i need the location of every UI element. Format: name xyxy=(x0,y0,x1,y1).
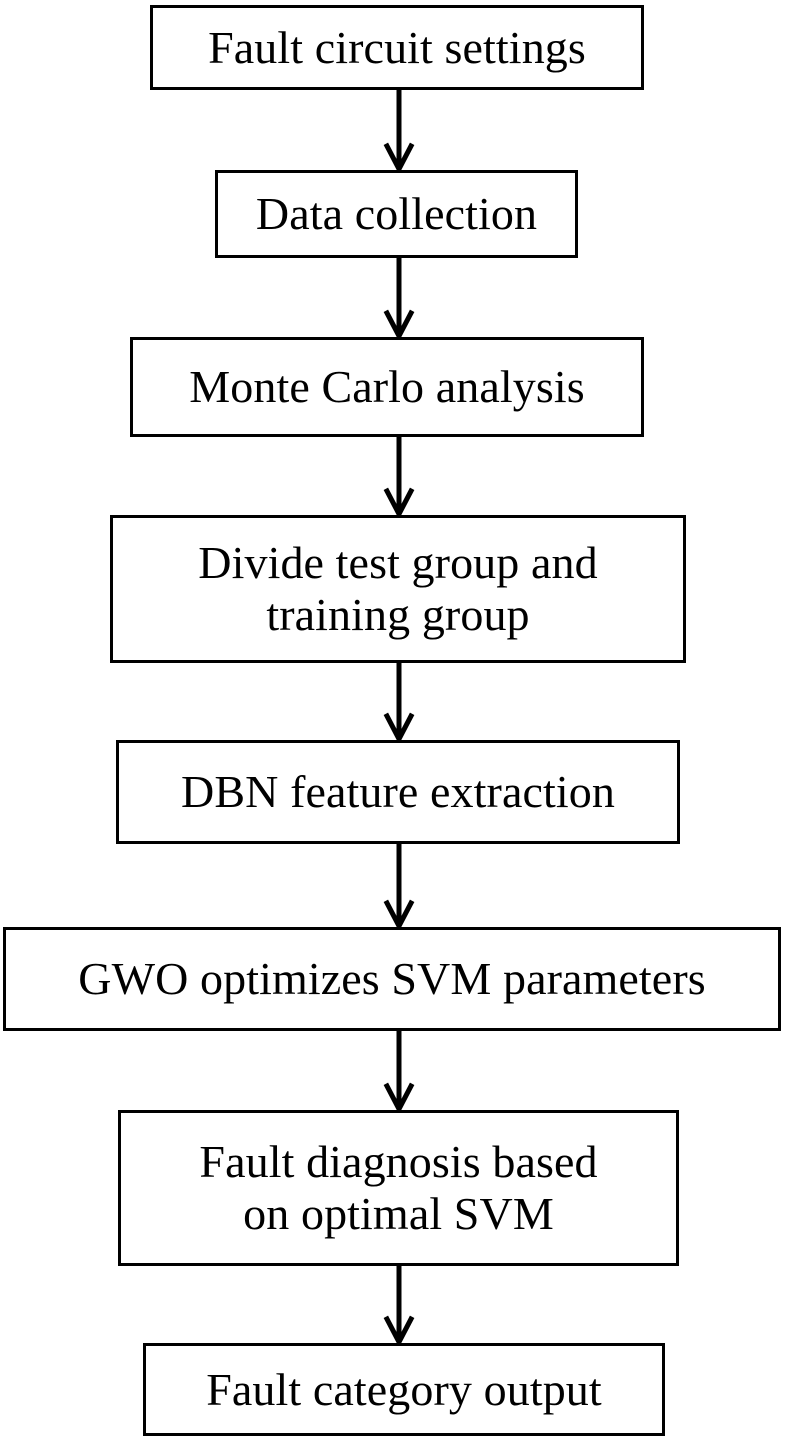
flow-node-data-collection[interactable]: Data collection xyxy=(215,170,578,258)
flow-node-label: Data collection xyxy=(255,188,538,240)
flow-arrow-diagnosis-to-output xyxy=(379,1265,419,1344)
flow-node-label: DBN feature extraction xyxy=(181,766,615,818)
flow-node-fault-category-output[interactable]: Fault category output xyxy=(143,1343,665,1436)
flow-arrow-settings-to-collection xyxy=(379,89,419,171)
arrow-down-icon xyxy=(383,843,415,928)
arrow-down-icon xyxy=(383,1265,415,1344)
flow-node-fault-circuit-settings[interactable]: Fault circuit settings xyxy=(150,5,644,90)
flow-node-label: Monte Carlo analysis xyxy=(189,361,585,413)
flow-node-fault-diagnosis-optimal-svm[interactable]: Fault diagnosis based on optimal SVM xyxy=(118,1110,679,1266)
flow-node-label: Fault diagnosis based on optimal SVM xyxy=(199,1136,598,1239)
flow-node-divide-test-training-group[interactable]: Divide test group and training group xyxy=(110,515,686,663)
flow-node-dbn-feature-extraction[interactable]: DBN feature extraction xyxy=(116,740,680,844)
flow-node-monte-carlo-analysis[interactable]: Monte Carlo analysis xyxy=(130,337,644,437)
flow-node-label: GWO optimizes SVM parameters xyxy=(78,953,706,1005)
flow-arrow-gwo-to-diagnosis xyxy=(379,1030,419,1111)
flow-arrow-divide-to-dbn xyxy=(379,662,419,741)
flow-arrow-collection-to-monte-carlo xyxy=(379,257,419,338)
flow-node-label: Fault circuit settings xyxy=(208,21,586,73)
arrow-down-icon xyxy=(383,662,415,741)
flow-node-label: Fault category output xyxy=(206,1363,602,1415)
arrow-down-icon xyxy=(383,89,415,171)
flow-node-label: Divide test group and training group xyxy=(198,537,598,640)
flow-arrow-monte-carlo-to-divide xyxy=(379,436,419,516)
arrow-down-icon xyxy=(383,257,415,338)
arrow-down-icon xyxy=(383,1030,415,1111)
arrow-down-icon xyxy=(383,436,415,516)
flow-arrow-dbn-to-gwo xyxy=(379,843,419,928)
flow-node-gwo-optimizes-svm-parameters[interactable]: GWO optimizes SVM parameters xyxy=(3,927,781,1031)
